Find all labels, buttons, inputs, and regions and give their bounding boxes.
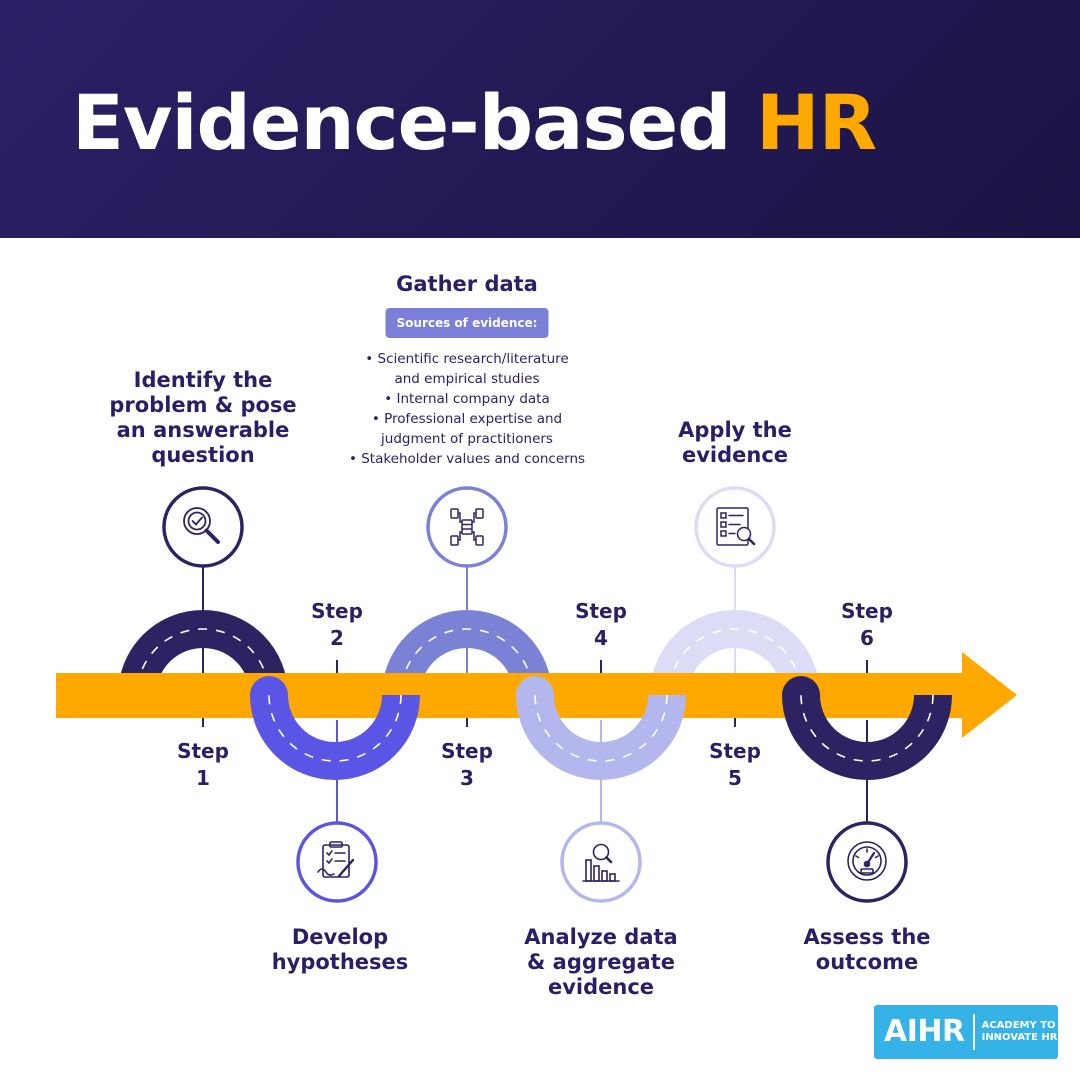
step4-title-line: & aggregate: [527, 950, 675, 974]
step1-title-line: an answerable: [116, 418, 290, 442]
step5-label: Step 5: [695, 738, 775, 792]
road-segment-6: [782, 695, 952, 780]
source-item: • Scientific research/literature: [365, 351, 569, 367]
title-accent: HR: [756, 78, 877, 167]
step1-title-line: question: [151, 443, 255, 467]
road-dashes-5: [668, 628, 802, 695]
step4-word: Step: [575, 599, 627, 623]
source-item: • Professional expertise and: [371, 411, 563, 427]
logo-divider: [972, 1014, 975, 1050]
step3-word: Step: [441, 739, 493, 763]
step5-title-line: Apply the: [678, 418, 792, 442]
logo-wordmark: AIHR: [884, 1014, 965, 1049]
page-title: Evidence-based HR: [72, 78, 877, 168]
speedometer-icon: [847, 841, 887, 881]
icon-ring-step5: [694, 486, 776, 568]
road-lower-arches: [250, 695, 952, 780]
step2-number: 2: [330, 626, 344, 650]
logo-tagline-line2: INNOVATE HR: [981, 1032, 1058, 1043]
source-item: judgment of practitioners: [381, 431, 553, 447]
step1-word: Step: [177, 739, 229, 763]
source-item: and empirical studies: [394, 371, 540, 387]
step6-title-line: outcome: [815, 950, 919, 974]
sources-badge: Sources of evidence:: [385, 308, 549, 338]
road-joins: [250, 676, 820, 695]
source-item: • Internal company data: [384, 391, 550, 407]
step1-title-line: Identify the: [133, 368, 273, 392]
step3-title: Gather data: [396, 272, 538, 296]
step6-number: 6: [860, 626, 874, 650]
step4-title-line: Analyze data: [524, 925, 678, 949]
step2-title-line: Develop: [291, 925, 389, 949]
source-item: • Stakeholder values and concerns: [348, 451, 586, 467]
step4-title-line: evidence: [547, 975, 655, 999]
title-main: Evidence-based: [72, 78, 732, 167]
clipboard-pen-icon: [317, 841, 355, 878]
step3-label: Step 3: [427, 738, 507, 792]
step1-title-line: problem & pose: [109, 393, 297, 417]
icon-step1: [162, 486, 244, 568]
step2-title: Develop hypotheses: [272, 925, 409, 975]
magnifier-check-icon: [183, 507, 220, 544]
road-dashes-1: [136, 628, 270, 695]
icon-step6: [826, 821, 908, 903]
road-dashes-3: [400, 628, 534, 695]
step4-label: Step 4: [561, 598, 641, 652]
step5-title: Apply the evidence: [678, 418, 792, 468]
step5-word: Step: [709, 739, 761, 763]
road-join-6: [782, 676, 820, 695]
bar-chart-magnifier-icon: [582, 843, 620, 882]
icon-step3: [426, 486, 508, 568]
step6-label: Step 6: [827, 598, 907, 652]
header-banner: Evidence-based HR: [0, 0, 1080, 238]
step3-number: 3: [460, 766, 474, 790]
data-network-icon: [450, 508, 484, 546]
checklist-magnifier-icon: [716, 507, 756, 546]
icon-step2: [296, 821, 378, 903]
icon-ring-step2: [296, 821, 378, 903]
step1-label: Step 1: [163, 738, 243, 792]
sources-list: • Scientific research/literature and emp…: [349, 349, 585, 469]
road-join-4: [516, 676, 554, 695]
step6-title: Assess the outcome: [803, 925, 930, 975]
step1-number: 1: [196, 766, 210, 790]
step1-title: Identify the problem & pose an answerabl…: [109, 368, 296, 468]
icon-step5: [694, 486, 776, 568]
step4-number: 4: [594, 626, 608, 650]
road-segment-2: [250, 695, 420, 780]
logo-tagline-line1: ACADEMY TO: [981, 1020, 1056, 1031]
aihr-logo[interactable]: AIHR ACADEMY TO INNOVATE HR: [874, 1005, 1058, 1059]
step5-number: 5: [728, 766, 742, 790]
logo-tagline: ACADEMY TO INNOVATE HR: [982, 1020, 1058, 1044]
step2-title-line: hypotheses: [271, 950, 409, 974]
step6-word: Step: [841, 599, 893, 623]
icon-ring-step4: [560, 821, 642, 903]
step6-title-line: Assess the: [803, 925, 931, 949]
step2-word: Step: [311, 599, 363, 623]
road-segment-4: [516, 695, 686, 780]
icon-ring-step3: [426, 486, 508, 568]
road-upper-arches: [118, 610, 820, 695]
step2-label: Step 2: [297, 598, 377, 652]
step5-title-line: evidence: [681, 443, 789, 467]
step4-title: Analyze data & aggregate evidence: [524, 925, 677, 1000]
icon-step4: [560, 821, 642, 903]
road-join-2: [250, 676, 288, 695]
